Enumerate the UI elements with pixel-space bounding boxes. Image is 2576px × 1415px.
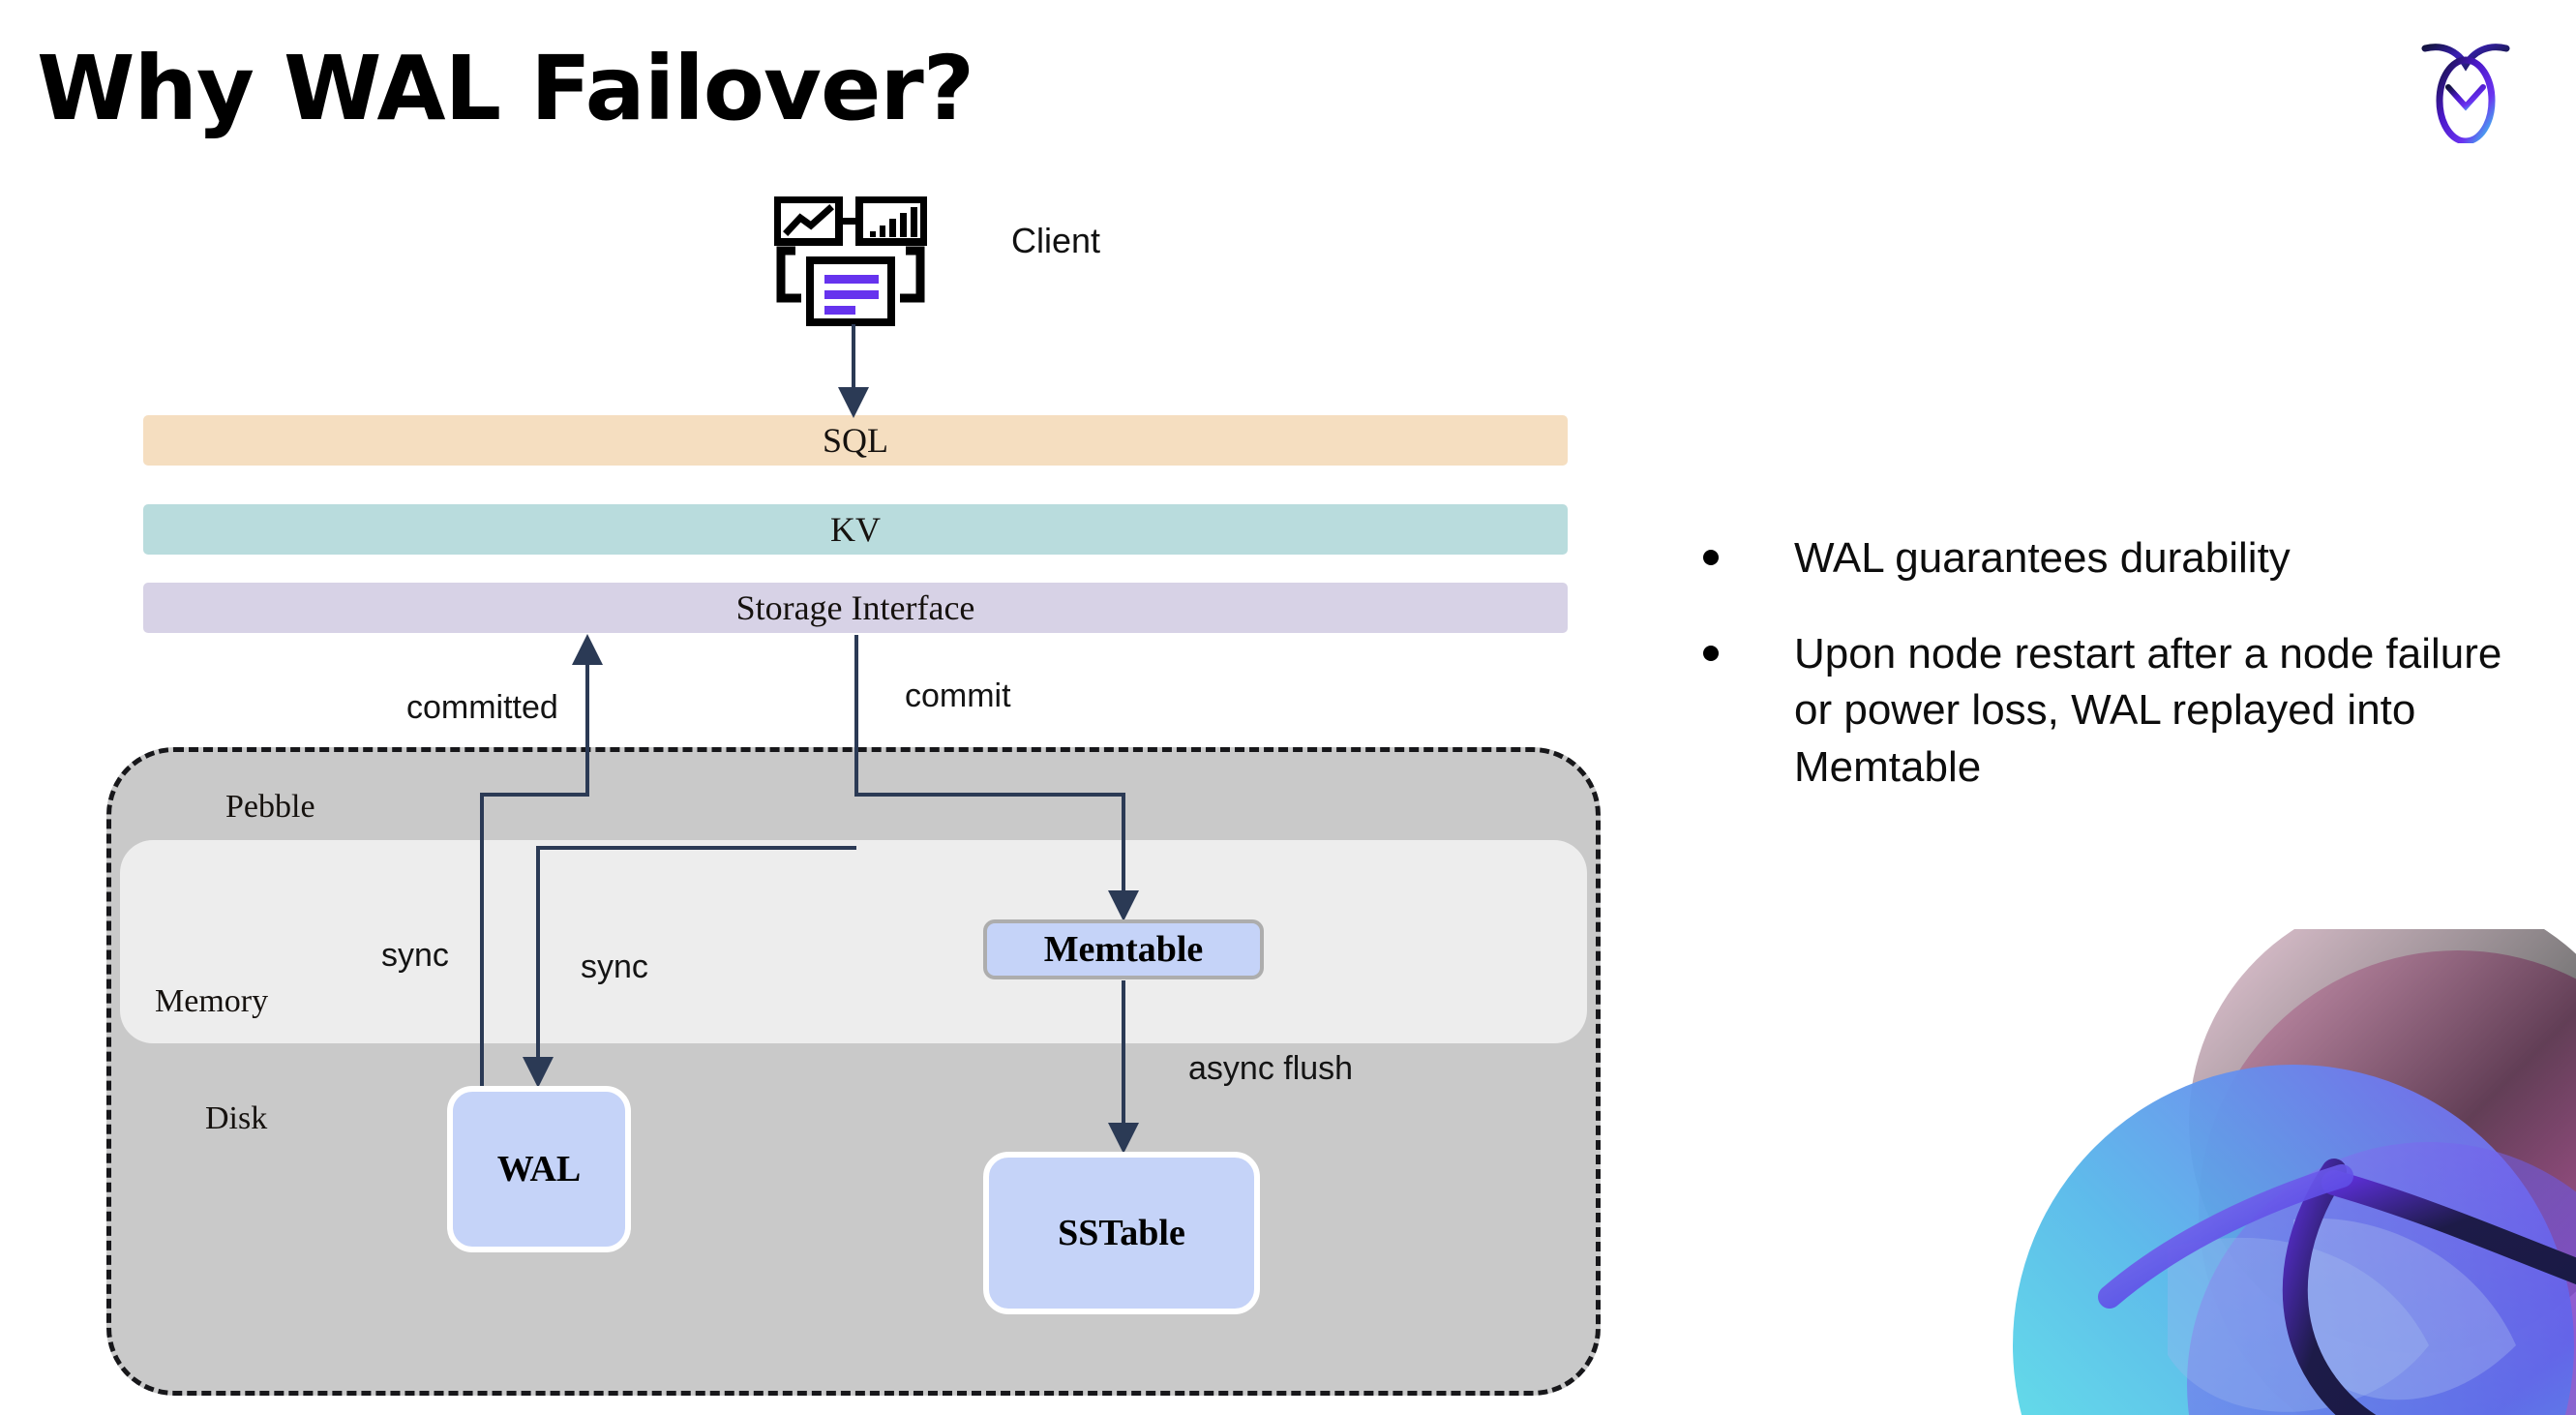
edge-label-committed: committed xyxy=(406,689,558,726)
layer-bar-sql-label: SQL xyxy=(822,421,888,460)
layer-bar-kv: KV xyxy=(143,504,1568,555)
pebble-label: Pebble xyxy=(225,789,315,825)
bullet-dot-icon xyxy=(1703,645,1719,661)
layer-bar-sql: SQL xyxy=(143,415,1568,466)
node-memtable: Memtable xyxy=(983,919,1264,979)
node-memtable-label: Memtable xyxy=(1043,929,1204,970)
node-sstable-label: SSTable xyxy=(1058,1213,1185,1253)
bullet-list: WAL guarantees durability Upon node rest… xyxy=(1703,530,2516,834)
decorative-circles-graphic xyxy=(1974,929,2576,1415)
layer-bar-storage-interface: Storage Interface xyxy=(143,583,1568,633)
node-sstable: SSTable xyxy=(983,1152,1260,1314)
node-wal: WAL xyxy=(447,1086,631,1252)
memory-band xyxy=(120,840,1587,1043)
bullet-text: WAL guarantees durability xyxy=(1794,534,2291,582)
edge-label-sync-2: sync xyxy=(581,948,648,985)
list-item: WAL guarantees durability xyxy=(1703,530,2516,587)
cockroachdb-logo-icon xyxy=(2419,37,2512,145)
bullet-text: Upon node restart after a node failure o… xyxy=(1794,629,2502,791)
edge-label-async-flush: async flush xyxy=(1188,1050,1354,1087)
layer-bar-storage-interface-label: Storage Interface xyxy=(735,588,975,627)
node-wal-label: WAL xyxy=(496,1149,582,1189)
edge-label-commit: commit xyxy=(905,677,1011,714)
bullet-dot-icon xyxy=(1703,550,1719,565)
list-item: Upon node restart after a node failure o… xyxy=(1703,626,2516,797)
disk-label: Disk xyxy=(205,1100,268,1136)
page-title: Why WAL Failover? xyxy=(37,37,974,140)
edge-label-sync-1: sync xyxy=(381,937,449,974)
client-label: Client xyxy=(1011,221,1101,260)
client-monitor-icon xyxy=(773,196,928,327)
layer-bar-kv-label: KV xyxy=(830,510,881,549)
memory-label: Memory xyxy=(155,983,269,1019)
